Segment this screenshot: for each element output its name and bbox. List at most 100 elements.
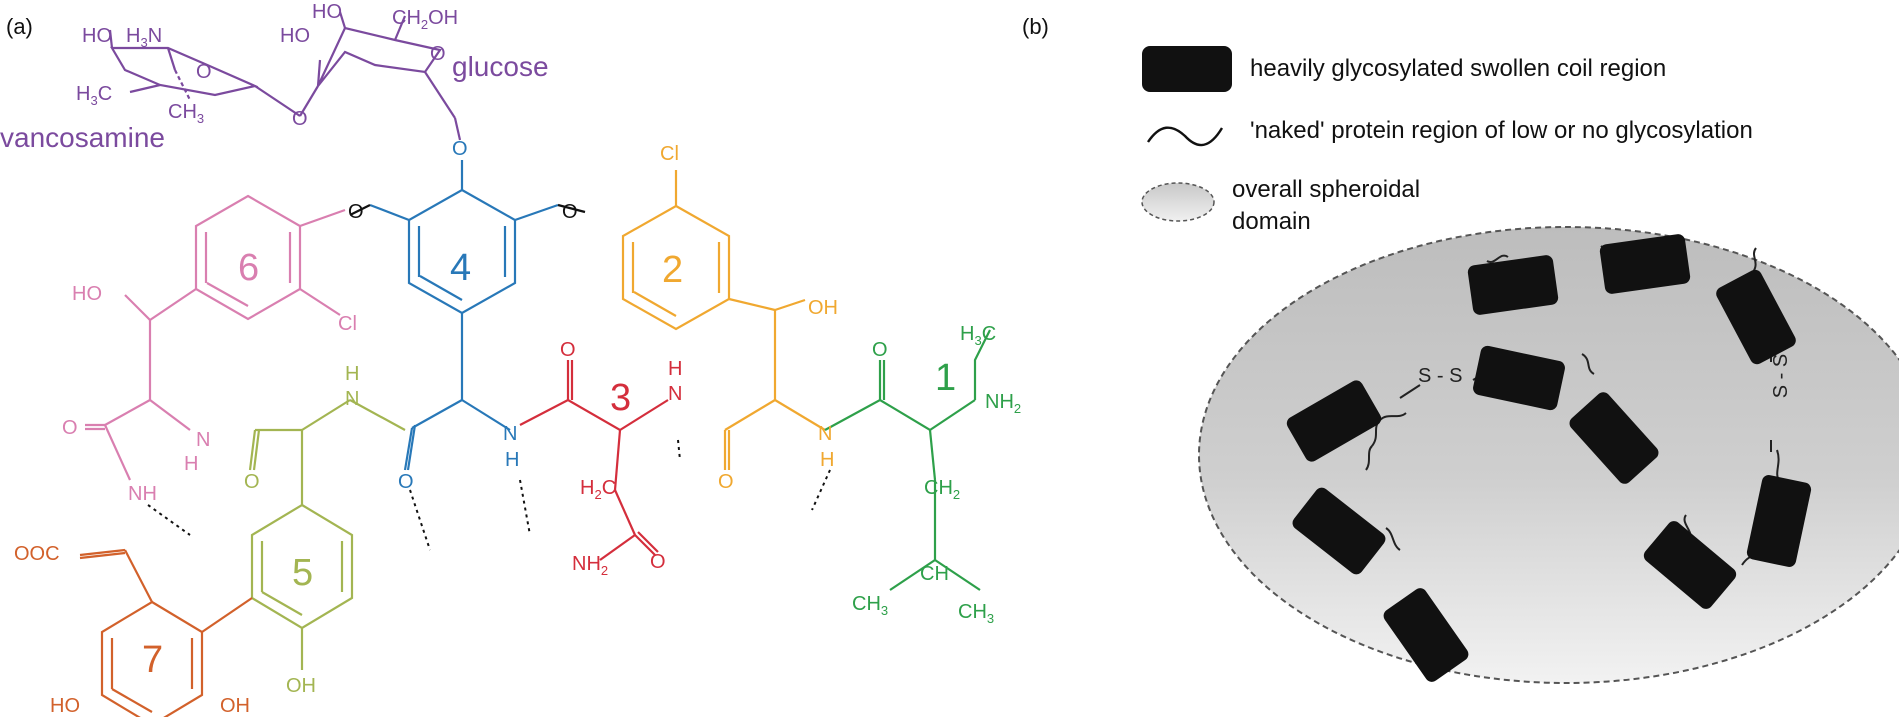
o-42: O xyxy=(562,201,578,223)
ring-7 xyxy=(79,548,253,717)
svg-text:CH2: CH2 xyxy=(924,477,960,502)
ring-numbers: 1 2 3 4 5 6 7 xyxy=(142,247,956,681)
ch2oh-ch: CH xyxy=(392,7,421,29)
spheroid-schematic: S - S S - S xyxy=(1198,226,1899,684)
ch3-1a: CH xyxy=(852,593,881,615)
cl-2: Cl xyxy=(660,143,679,165)
legend-coil-label: heavily glycosylated swollen coil region xyxy=(1250,55,1666,82)
ring-number-5: 5 xyxy=(292,552,313,594)
nh2-3-sub: 2 xyxy=(601,563,608,578)
ho-7a: HO xyxy=(50,695,80,717)
h3c-c: C xyxy=(98,83,112,105)
coil-region xyxy=(1716,269,1796,365)
o-1: O xyxy=(872,339,888,361)
n-3: N xyxy=(668,383,682,405)
h-2: H xyxy=(820,449,834,471)
cl-6: Cl xyxy=(338,313,357,335)
svg-text:H2C: H2C xyxy=(580,477,616,502)
black-links xyxy=(349,203,586,216)
h3c-h: H xyxy=(76,83,90,105)
atom-labels: O O Cl Cl OH HO O N H O H N O N H O H N … xyxy=(14,143,1021,717)
legend-naked-swatch xyxy=(1147,126,1224,147)
svg-text:CH3: CH3 xyxy=(958,601,994,626)
ch-1: CH xyxy=(920,563,949,585)
ho-vanc: HO xyxy=(82,25,112,47)
n-2: N xyxy=(818,423,832,445)
ring-number-6: 6 xyxy=(238,247,259,289)
ho-glc-2: HO xyxy=(280,25,310,47)
n-6: N xyxy=(196,429,210,451)
ch3-1b: CH xyxy=(958,601,987,623)
ooc-7: OOC xyxy=(14,543,60,565)
h3c-1-h: H xyxy=(960,323,974,345)
h-4: H xyxy=(505,449,519,471)
ch2-1-sub: 2 xyxy=(953,487,960,502)
svg-text:NH2: NH2 xyxy=(985,391,1021,416)
oh-7b: OH xyxy=(220,695,250,717)
h-bond-lines xyxy=(147,439,831,551)
legend-domain-label-2: domain xyxy=(1232,208,1311,235)
n-4: N xyxy=(503,423,517,445)
nh2-1-sub: 2 xyxy=(1014,401,1021,416)
ring-number-1: 1 xyxy=(935,357,956,399)
ch2oh-sub: 2 xyxy=(421,17,428,32)
nh2-1: NH xyxy=(985,391,1014,413)
sugar-moiety xyxy=(108,11,462,141)
o-3: O xyxy=(560,339,576,361)
h3n-h: H xyxy=(126,25,140,47)
o-46: O xyxy=(348,201,364,223)
o-6: O xyxy=(62,417,78,439)
ring-number-2: 2 xyxy=(662,249,683,291)
coil-region xyxy=(1467,255,1559,315)
ch3-mid: CH xyxy=(168,101,197,123)
svg-text:NH2: NH2 xyxy=(572,553,608,578)
panel-b: (b) heavily glycosylated swollen coil re… xyxy=(1022,14,1899,684)
o-2: O xyxy=(718,471,734,493)
ch2-1: CH xyxy=(924,477,953,499)
h-6: H xyxy=(184,453,198,475)
coil-region xyxy=(1286,380,1382,462)
ring-number-7: 7 xyxy=(142,639,163,681)
h2c-3-h: H xyxy=(580,477,594,499)
ring-6 xyxy=(85,194,346,481)
coil-region xyxy=(1383,588,1469,682)
o-3b: O xyxy=(650,551,666,573)
h-5: H xyxy=(345,363,359,385)
o-link: O xyxy=(292,108,308,130)
svg-text:CH3: CH3 xyxy=(852,593,888,618)
panel-b-label: (b) xyxy=(1022,14,1049,39)
vancosamine-label: vancosamine xyxy=(0,122,165,153)
coil-region xyxy=(1643,521,1737,609)
ho-glc-1: HO xyxy=(312,1,342,23)
ch3-mid-sub: 3 xyxy=(197,111,204,126)
legend-naked-label: 'naked' protein region of low or no glyc… xyxy=(1250,117,1753,144)
h3c-1-c: C xyxy=(982,323,996,345)
ring-number-4: 4 xyxy=(450,247,471,289)
n-5: N xyxy=(345,388,359,410)
panel-a: (a) vancosamine glucose HO H3N H3C CH3 H… xyxy=(0,1,1021,717)
ho-6: HO xyxy=(72,283,102,305)
nh-7: NH xyxy=(128,483,157,505)
o-5a: O xyxy=(244,471,260,493)
ring-3 xyxy=(519,360,669,561)
h3n-n: N xyxy=(148,25,162,47)
svg-text:H3C: H3C xyxy=(960,323,996,348)
coil-region xyxy=(1599,234,1691,294)
coil-regions xyxy=(1286,234,1812,682)
h3n-sub: 3 xyxy=(140,35,147,50)
oh-2: OH xyxy=(808,297,838,319)
ring-4 xyxy=(369,160,559,471)
ch3-1a-sub: 3 xyxy=(881,603,888,618)
coil-region xyxy=(1292,487,1386,575)
h3c-sub: 3 xyxy=(90,93,97,108)
oh-5: OH xyxy=(286,675,316,697)
ch2oh-oh: OH xyxy=(428,7,458,29)
svg-text:H3N: H3N xyxy=(126,25,162,50)
svg-text:H3C: H3C xyxy=(76,83,112,108)
coil-region xyxy=(1569,392,1659,484)
sugar-labels: vancosamine glucose HO H3N H3C CH3 HO HO… xyxy=(0,1,549,153)
ring-5 xyxy=(248,399,406,670)
legend-domain-label-1: overall spheroidal xyxy=(1232,176,1420,203)
o-ring-vanc: O xyxy=(196,61,212,83)
o-4: O xyxy=(398,471,414,493)
